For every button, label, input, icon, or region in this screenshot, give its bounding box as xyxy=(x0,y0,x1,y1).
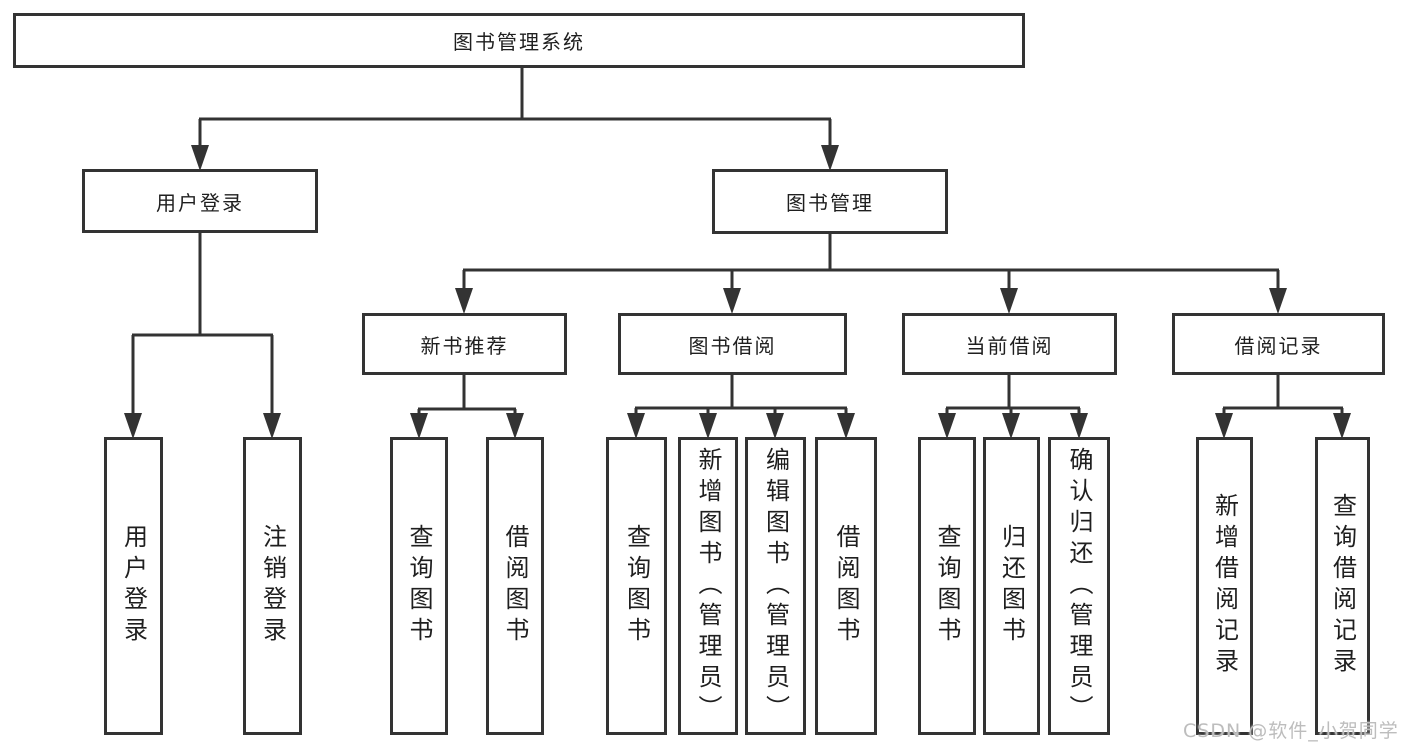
leaf-edit-books-admin: 编辑图书（管理员） xyxy=(745,437,806,735)
leaf-user-login: 用户登录 xyxy=(104,437,163,735)
leaf-confirm-return-admin: 确认归还（管理员） xyxy=(1048,437,1110,735)
leaf-logout: 注销登录 xyxy=(243,437,302,735)
leaf-query-borrow-record: 查询借阅记录 xyxy=(1315,437,1370,735)
leaf-add-books-admin: 新增图书（管理员） xyxy=(678,437,738,735)
leaf-borrow-books-borrowing: 借阅图书 xyxy=(815,437,877,735)
node-new-book-recommend: 新书推荐 xyxy=(362,313,567,375)
leaf-return-books: 归还图书 xyxy=(983,437,1040,735)
node-book-management: 图书管理 xyxy=(712,169,948,234)
leaf-query-books-recommend: 查询图书 xyxy=(390,437,448,735)
csdn-watermark: CSDN @软件_小贺同学 xyxy=(1183,720,1399,742)
leaf-borrow-books-recommend: 借阅图书 xyxy=(486,437,544,735)
leaf-add-borrow-record: 新增借阅记录 xyxy=(1196,437,1253,735)
node-user-login: 用户登录 xyxy=(82,169,318,233)
leaf-query-books-borrowing: 查询图书 xyxy=(606,437,667,735)
node-book-borrowing: 图书借阅 xyxy=(618,313,847,375)
node-current-borrowing: 当前借阅 xyxy=(902,313,1117,375)
node-root-system: 图书管理系统 xyxy=(13,13,1025,68)
node-borrowing-records: 借阅记录 xyxy=(1172,313,1385,375)
leaf-query-books-current: 查询图书 xyxy=(918,437,976,735)
